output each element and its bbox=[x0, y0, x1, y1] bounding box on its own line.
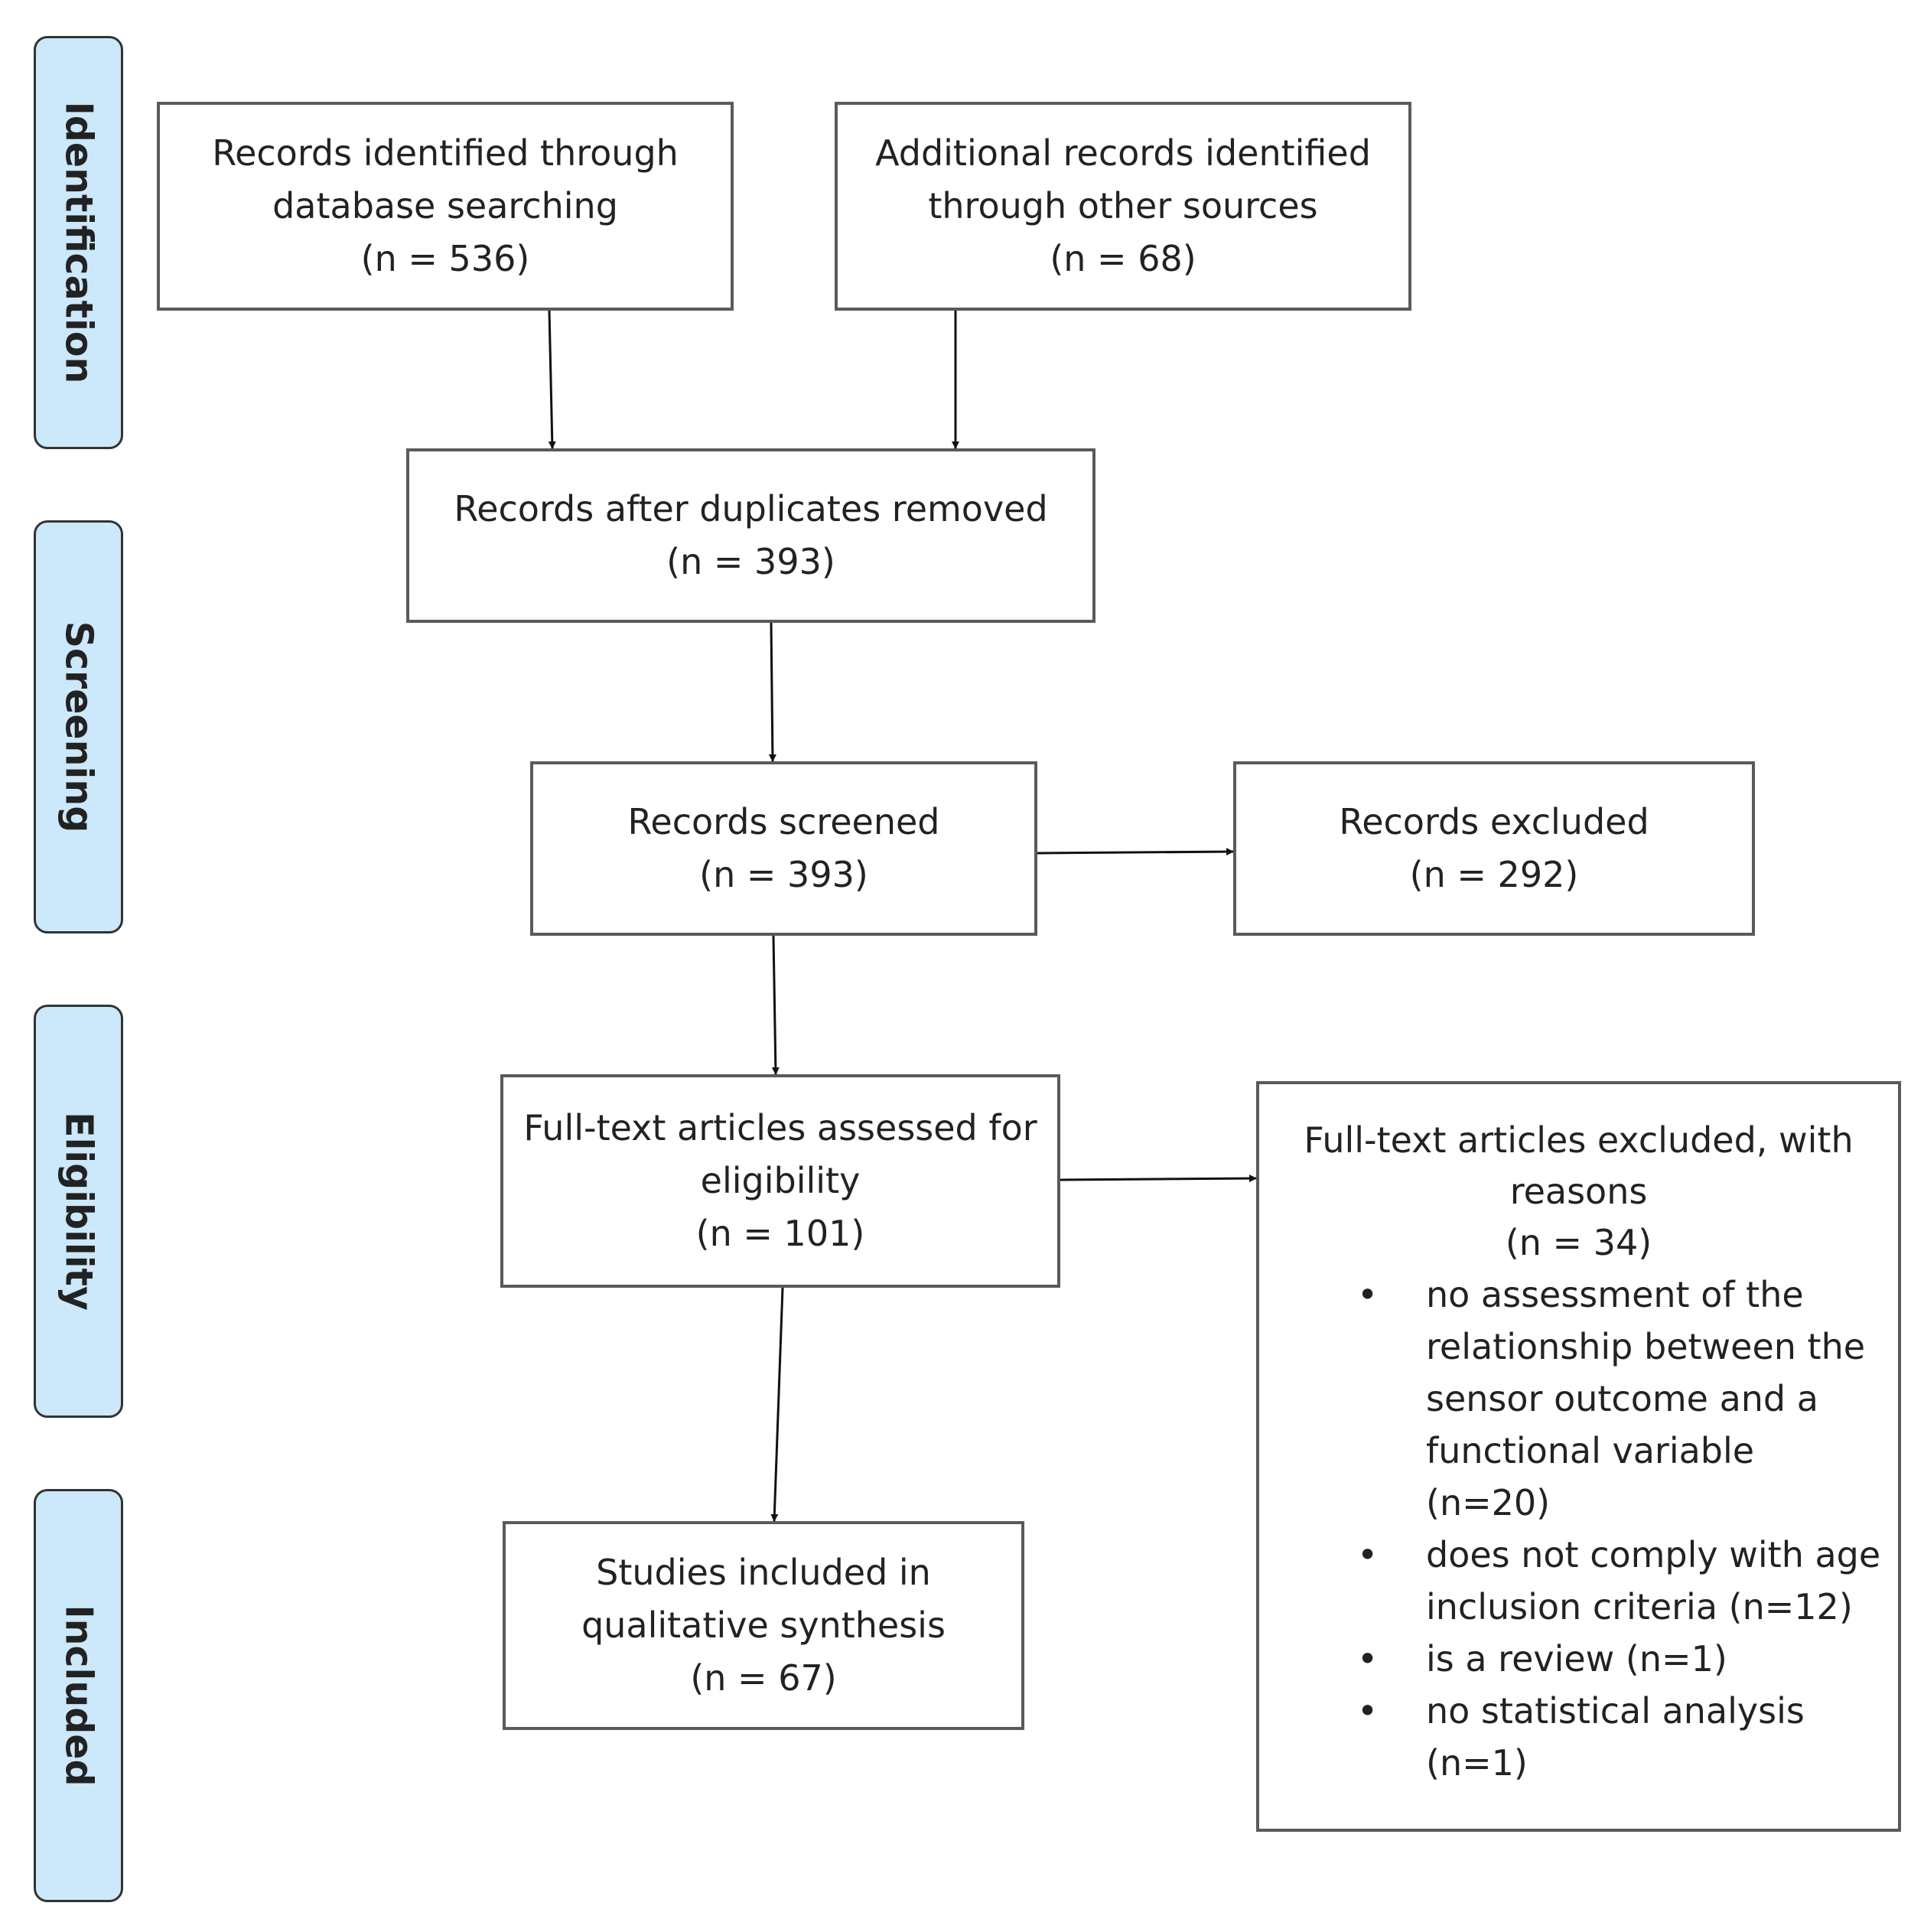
box-records-excluded: Records excluded (n = 292) bbox=[1233, 761, 1755, 936]
exclusion-reason-line: inclusion criteria (n=12) bbox=[1426, 1586, 1853, 1627]
exclusion-reason-review: is a review (n=1) bbox=[1259, 1633, 1898, 1685]
box-records-excluded-line1: Records excluded bbox=[1339, 801, 1649, 842]
box-database-search: Records identified through database sear… bbox=[157, 102, 734, 311]
phase-screening: Screening bbox=[34, 520, 123, 933]
box-fulltext-excluded: Full-text articles excluded, with reason… bbox=[1256, 1081, 1901, 1832]
box-database-search-count: (n = 536) bbox=[360, 238, 530, 279]
box-fulltext-excluded-line2: reasons bbox=[1509, 1171, 1648, 1212]
box-studies-included-line2: qualitative synthesis bbox=[581, 1605, 946, 1646]
box-fulltext-assessed-line2: eligibility bbox=[700, 1160, 861, 1201]
exclusion-reason-no-statistics: no statistical analysis (n=1) bbox=[1259, 1685, 1898, 1789]
phase-included: Included bbox=[34, 1489, 123, 1902]
box-records-screened-count: (n = 393) bbox=[699, 854, 868, 895]
phase-included-label: Included bbox=[57, 1605, 100, 1787]
box-records-screened-line1: Records screened bbox=[627, 801, 940, 842]
box-other-sources: Additional records identified through ot… bbox=[835, 102, 1411, 311]
exclusion-reason-line: no statistical analysis bbox=[1426, 1690, 1805, 1732]
arrow-screened-to-assessed bbox=[771, 935, 780, 1075]
exclusion-reason-line: functional variable (n=20) bbox=[1426, 1430, 1755, 1523]
box-studies-included-count: (n = 67) bbox=[690, 1657, 837, 1699]
box-fulltext-assessed-count: (n = 101) bbox=[695, 1213, 865, 1254]
exclusion-reason-line: sensor outcome and a bbox=[1426, 1378, 1818, 1419]
box-database-search-line2: database searching bbox=[272, 185, 618, 226]
arrow-search-to-dedup bbox=[548, 310, 556, 449]
box-fulltext-excluded-count: (n = 34) bbox=[1505, 1222, 1652, 1263]
exclusion-reason-line: relationship between the bbox=[1426, 1326, 1866, 1367]
phase-eligibility-label: Eligibility bbox=[57, 1112, 100, 1311]
box-duplicates-removed: Records after duplicates removed (n = 39… bbox=[406, 448, 1095, 623]
exclusion-reason-age-criteria: does not comply with age inclusion crite… bbox=[1259, 1529, 1898, 1633]
phase-identification: Identification bbox=[34, 36, 123, 449]
exclusion-reason-line: is a review (n=1) bbox=[1426, 1638, 1727, 1680]
box-other-sources-count: (n = 68) bbox=[1050, 238, 1196, 279]
box-duplicates-removed-count: (n = 393) bbox=[666, 541, 835, 582]
arrow-assessed-to-excluded bbox=[1060, 1175, 1257, 1183]
arrow-screened-to-excluded bbox=[1037, 848, 1234, 856]
phase-screening-label: Screening bbox=[57, 621, 100, 833]
box-fulltext-assessed-line1: Full-text articles assessed for bbox=[523, 1107, 1037, 1148]
box-records-screened: Records screened (n = 393) bbox=[530, 761, 1037, 936]
exclusion-reason-no-assessment: no assessment of the relationship betwee… bbox=[1259, 1269, 1898, 1529]
arrow-dedup-to-screened bbox=[768, 622, 776, 762]
arrow-assessed-to-included bbox=[770, 1287, 784, 1522]
box-fulltext-excluded-line1: Full-text articles excluded, with bbox=[1304, 1119, 1854, 1161]
box-fulltext-assessed: Full-text articles assessed for eligibil… bbox=[500, 1074, 1060, 1288]
phase-identification-label: Identification bbox=[57, 101, 100, 384]
box-database-search-line1: Records identified through bbox=[212, 132, 679, 174]
box-studies-included: Studies included in qualitative synthesi… bbox=[503, 1521, 1024, 1730]
box-duplicates-removed-line1: Records after duplicates removed bbox=[454, 488, 1048, 529]
phase-eligibility: Eligibility bbox=[34, 1005, 123, 1418]
exclusion-reason-line: no assessment of the bbox=[1426, 1274, 1804, 1315]
exclusion-reasons-list: no assessment of the relationship betwee… bbox=[1259, 1269, 1898, 1789]
exclusion-reason-line: does not comply with age bbox=[1426, 1534, 1881, 1575]
box-records-excluded-count: (n = 292) bbox=[1409, 854, 1579, 895]
exclusion-reason-line: (n=1) bbox=[1426, 1742, 1528, 1784]
box-other-sources-line1: Additional records identified bbox=[875, 132, 1371, 174]
box-fulltext-excluded-header: Full-text articles excluded, with reason… bbox=[1259, 1115, 1898, 1269]
box-studies-included-line1: Studies included in bbox=[596, 1552, 931, 1593]
box-other-sources-line2: through other sources bbox=[928, 185, 1318, 226]
